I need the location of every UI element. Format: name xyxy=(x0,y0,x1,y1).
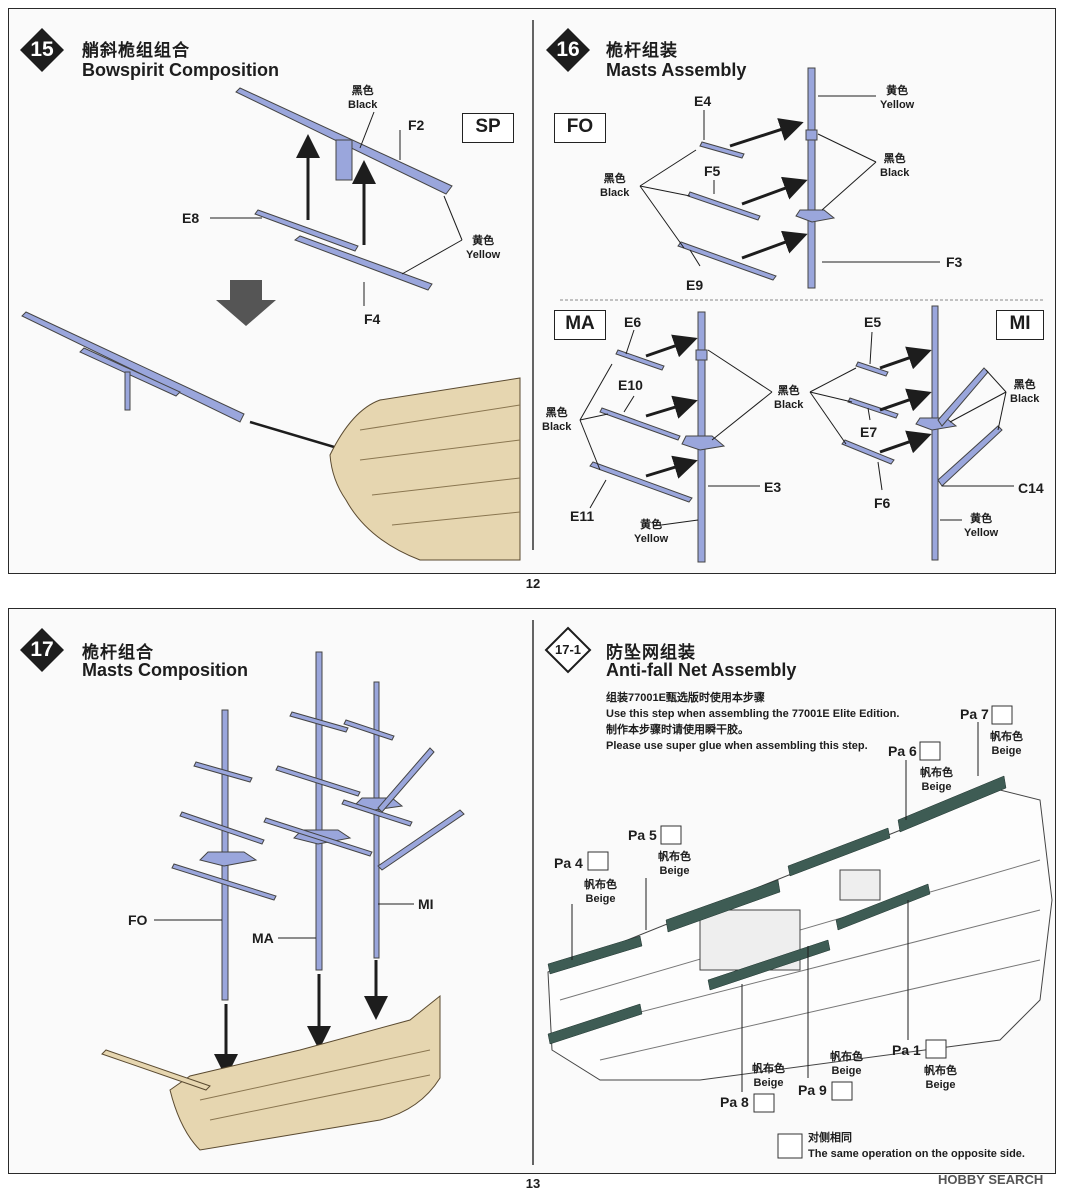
label-e4: E4 xyxy=(694,93,712,109)
label-pa7: Pa 7 xyxy=(960,706,989,722)
bowsprit-assembled xyxy=(21,311,245,423)
label-pa8: Pa 8 xyxy=(720,1094,749,1110)
step17-title-en: Masts Composition xyxy=(82,660,249,680)
label-e7: E7 xyxy=(860,424,878,440)
ship-line-drawing xyxy=(547,789,1053,1081)
step15-title-en: Bowspirit Composition xyxy=(82,60,279,80)
label-pa4: Pa 4 xyxy=(554,855,583,871)
step17-number: 17 xyxy=(30,638,54,661)
label-pa9: Pa 9 xyxy=(798,1082,827,1098)
step16-number: 16 xyxy=(556,38,580,61)
mast-fo xyxy=(171,709,277,1001)
ship-bow-hull xyxy=(329,377,521,561)
bowsprit-part-f4 xyxy=(294,235,433,291)
bowsprit-part-f2 xyxy=(235,87,453,195)
step15-title-cn: 艄斜桅组组合 xyxy=(82,41,190,60)
step15-badge xyxy=(20,28,64,72)
step17-title-cn: 桅杆组合 xyxy=(82,643,154,662)
step15-box-sp: SP xyxy=(462,113,514,143)
anti-fall-nets xyxy=(547,775,1007,1045)
mast-ma xyxy=(263,651,373,971)
label-e10: E10 xyxy=(618,377,643,393)
page-12-frame xyxy=(8,8,1056,574)
step16-title-en: Masts Assembly xyxy=(606,60,747,80)
page-number-13: 13 xyxy=(525,1176,541,1191)
label-e11: E11 xyxy=(570,508,595,524)
label-f2: F2 xyxy=(408,117,425,133)
step17-1-number: 17-1 xyxy=(554,642,582,657)
glue-icons xyxy=(587,705,1013,1159)
step17-badge xyxy=(20,628,64,672)
watermark: HOBBY SEARCH xyxy=(938,1172,1044,1187)
step16-badge xyxy=(546,28,590,72)
step16-box-fo: FO xyxy=(554,113,606,143)
label-f3: F3 xyxy=(946,254,963,270)
step17-1-notes: 组装77001E甄选版时使用本步骤 Use this step when ass… xyxy=(606,692,900,752)
step17-1-title-en: Anti-fall Net Assembly xyxy=(606,660,797,680)
label-pa5: Pa 5 xyxy=(628,827,657,843)
label-e8: E8 xyxy=(182,210,200,226)
label-e9: E9 xyxy=(686,277,704,293)
page-number-12: 12 xyxy=(525,576,541,591)
bowsprit-part-e8 xyxy=(254,209,359,252)
label-f6: F6 xyxy=(874,495,891,511)
ma-yards xyxy=(589,349,693,503)
label-fo: FO xyxy=(128,912,148,928)
label-ma: MA xyxy=(252,930,274,946)
label-pa6: Pa 6 xyxy=(888,743,917,759)
step16-box-mi: MI xyxy=(996,310,1044,340)
step15-number: 15 xyxy=(30,38,54,61)
fo-mast-f3 xyxy=(795,67,836,289)
label-e5: E5 xyxy=(864,314,882,330)
label-pa1: Pa 1 xyxy=(892,1042,921,1058)
step17-1-badge xyxy=(544,626,592,674)
mast-mi xyxy=(341,681,465,959)
label-f4: F4 xyxy=(364,311,381,327)
assembly-down-arrow xyxy=(216,280,276,326)
step16-title-cn: 桅杆组装 xyxy=(606,41,678,60)
label-e3: E3 xyxy=(764,479,782,495)
ship-hull-17 xyxy=(101,994,441,1151)
fo-yards xyxy=(677,141,777,281)
label-e6: E6 xyxy=(624,314,642,330)
leader-lines-17-1 xyxy=(571,722,979,1092)
step16-box-ma: MA xyxy=(554,310,606,340)
label-mi: MI xyxy=(418,896,434,912)
ma-mast-e3 xyxy=(681,311,726,563)
leader-lines xyxy=(154,95,1014,939)
label-c14: C14 xyxy=(1018,480,1044,496)
opposite-side-note: 对侧相同 The same operation on the opposite … xyxy=(808,1132,1025,1160)
step17-1-title-cn: 防坠网组装 xyxy=(606,643,696,662)
label-f5: F5 xyxy=(704,163,721,179)
